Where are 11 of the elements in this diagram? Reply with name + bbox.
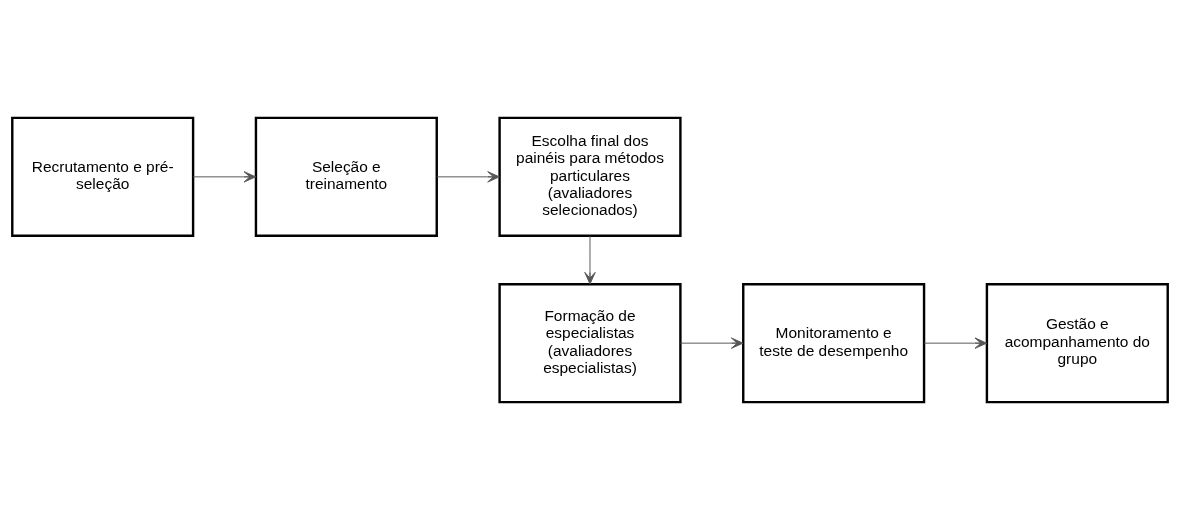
arrow: [584, 235, 596, 285]
node-box: Monitoramento e teste de desempenho: [742, 282, 926, 404]
node-box: Escolha final dos painéis para métodos particulares (avaliadores selecionados): [498, 116, 682, 238]
node-box: Recrutamento e pré-seleção: [11, 116, 195, 238]
arrow: [436, 171, 500, 183]
node-box: Formação de especialistas (avaliadores especialistas): [498, 282, 682, 404]
node-box: Gestão e acompanhamento do grupo: [985, 282, 1169, 404]
arrow: [192, 171, 257, 183]
arrow: [923, 337, 988, 349]
arrow: [679, 337, 744, 349]
node-box: Seleção e treinamento: [254, 116, 438, 238]
